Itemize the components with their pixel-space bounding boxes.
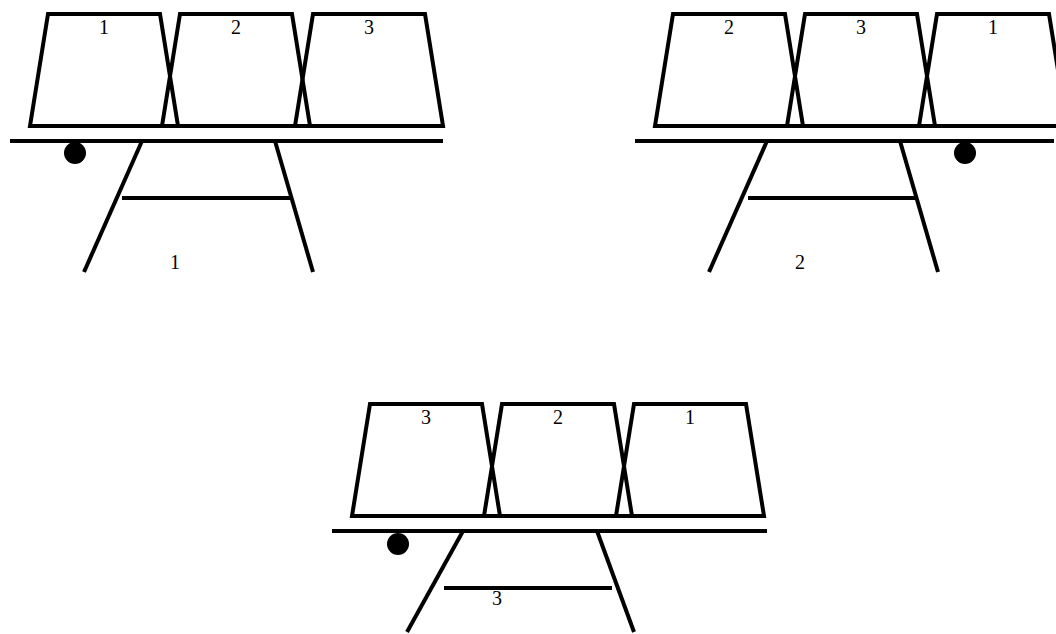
table-leg	[84, 141, 142, 272]
cup-outline	[919, 14, 1056, 126]
cup-number: 2	[160, 16, 312, 38]
table-rail	[748, 196, 915, 200]
cup-number: 2	[482, 406, 634, 428]
cup: 3	[785, 12, 937, 128]
ball	[387, 533, 409, 555]
cup: 1	[917, 12, 1056, 128]
panel-number: 3	[492, 587, 502, 609]
ball	[954, 142, 976, 164]
cup-outline	[917, 12, 1056, 128]
table-rail	[444, 586, 612, 590]
cup-number: 3	[293, 16, 445, 38]
cup-number: 1	[614, 406, 766, 428]
cup-number: 1	[917, 16, 1056, 38]
cup-number: 3	[785, 16, 937, 38]
cup: 2	[160, 12, 312, 128]
cup-number: 1	[28, 16, 180, 38]
table-leg	[407, 531, 463, 632]
cup-number: 3	[350, 406, 502, 428]
cup-number: 2	[653, 16, 805, 38]
table-leg	[709, 141, 767, 272]
cup: 1	[614, 402, 766, 518]
cup: 1	[28, 12, 180, 128]
table-top	[332, 529, 767, 533]
cup: 3	[350, 402, 502, 518]
cup: 2	[482, 402, 634, 518]
table-top	[635, 139, 1054, 143]
table-leg	[275, 141, 313, 272]
cup: 3	[293, 12, 445, 128]
ball	[64, 142, 86, 164]
table-rail	[122, 196, 290, 200]
table-leg	[900, 141, 938, 272]
table-leg	[597, 531, 634, 632]
panel-number: 1	[170, 251, 180, 273]
panel-number: 2	[795, 251, 805, 273]
cup: 2	[653, 12, 805, 128]
